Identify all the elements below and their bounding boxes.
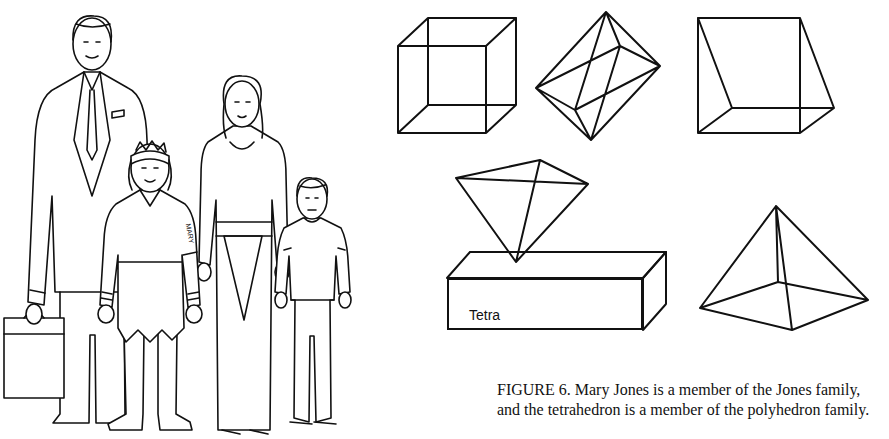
mary-face (142, 168, 158, 182)
boy-hair (297, 178, 327, 196)
briefcase (4, 318, 64, 398)
boy-face (306, 198, 318, 210)
boy-hand (339, 292, 351, 308)
mary-leg (158, 330, 192, 430)
box-front-face: Tetra (447, 278, 643, 330)
box-side-face (643, 252, 666, 330)
mary-hair (129, 141, 172, 190)
father-tie (84, 72, 100, 160)
father-face (84, 42, 100, 58)
mother-apron (224, 236, 262, 320)
square-pyramid (700, 206, 868, 330)
figure-caption: FIGURE 6. Mary Jones is a member of the … (497, 380, 883, 420)
father-hand (26, 304, 42, 324)
tetrahedron (456, 160, 588, 262)
mary-headband (131, 151, 169, 164)
father-pocket (112, 110, 124, 118)
mary-tunic (100, 190, 200, 342)
boy-head (297, 179, 327, 219)
family-illustration (4, 16, 351, 434)
cube (398, 18, 516, 133)
box-top-face (447, 252, 666, 278)
mother-dress (216, 142, 272, 434)
father-hair (73, 16, 111, 42)
mother-head (225, 81, 259, 127)
boy-hand (275, 292, 287, 308)
mary-fist (186, 305, 202, 323)
polyhedra (398, 12, 868, 330)
mary-fist (98, 305, 114, 323)
mary-details (101, 190, 199, 300)
mary-head (131, 144, 169, 192)
mother-body (199, 126, 288, 430)
octahedron (536, 12, 660, 140)
mother-face (235, 102, 250, 118)
mother-hair (223, 76, 262, 138)
box-label: Tetra (469, 307, 500, 323)
mary-leg (108, 330, 144, 430)
boy-clothes (284, 218, 345, 424)
prism (698, 18, 834, 133)
